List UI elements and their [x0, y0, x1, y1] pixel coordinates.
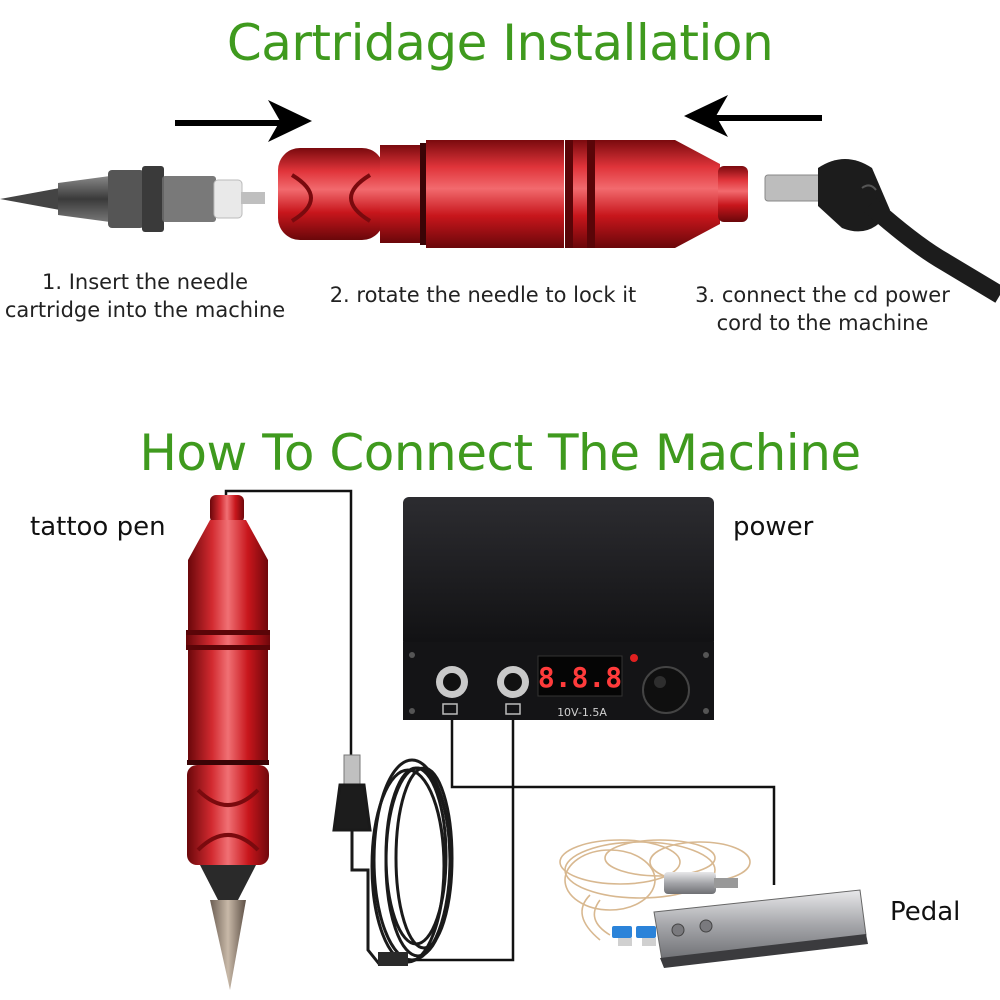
- step-3-caption: 3. connect the cd power cord to the mach…: [680, 281, 965, 337]
- dc-power-cord-image: [764, 159, 1000, 303]
- step-3-line2: cord to the machine: [716, 311, 929, 335]
- tattoo-pen-image: [186, 495, 270, 990]
- needle-cartridge-image: [0, 166, 265, 232]
- section-title-cartridge-installation: Cartridage Installation: [226, 14, 774, 72]
- power-spec-label: 10V-1.5A: [557, 706, 607, 719]
- step-1-line2: cartridge into the machine: [4, 298, 286, 322]
- step-2-line1: 2. rotate the needle to lock it: [329, 283, 637, 307]
- step-1-line1: 1. Insert the needle: [42, 270, 248, 294]
- step-3-line1: 3. connect the cd power: [695, 283, 950, 307]
- coiled-cable-image: [332, 754, 454, 966]
- step-2-caption: 2. rotate the needle to lock it: [318, 281, 648, 309]
- label-tattoo-pen: tattoo pen: [30, 512, 166, 542]
- power-supply-image: [403, 497, 714, 720]
- label-pedal: Pedal: [890, 897, 961, 927]
- tattoo-machine-image: [278, 140, 748, 248]
- wiring-lines: [224, 489, 776, 962]
- label-power: power: [733, 512, 814, 542]
- power-display-digits: 8.8.8: [538, 661, 622, 694]
- arrow-right-icon: [175, 100, 312, 142]
- section-title-how-to-connect: How To Connect The Machine: [139, 424, 861, 482]
- foot-pedal-image: [559, 839, 868, 968]
- step-1-caption: 1. Insert the needle cartridge into the …: [0, 268, 290, 324]
- arrow-left-icon: [684, 95, 822, 137]
